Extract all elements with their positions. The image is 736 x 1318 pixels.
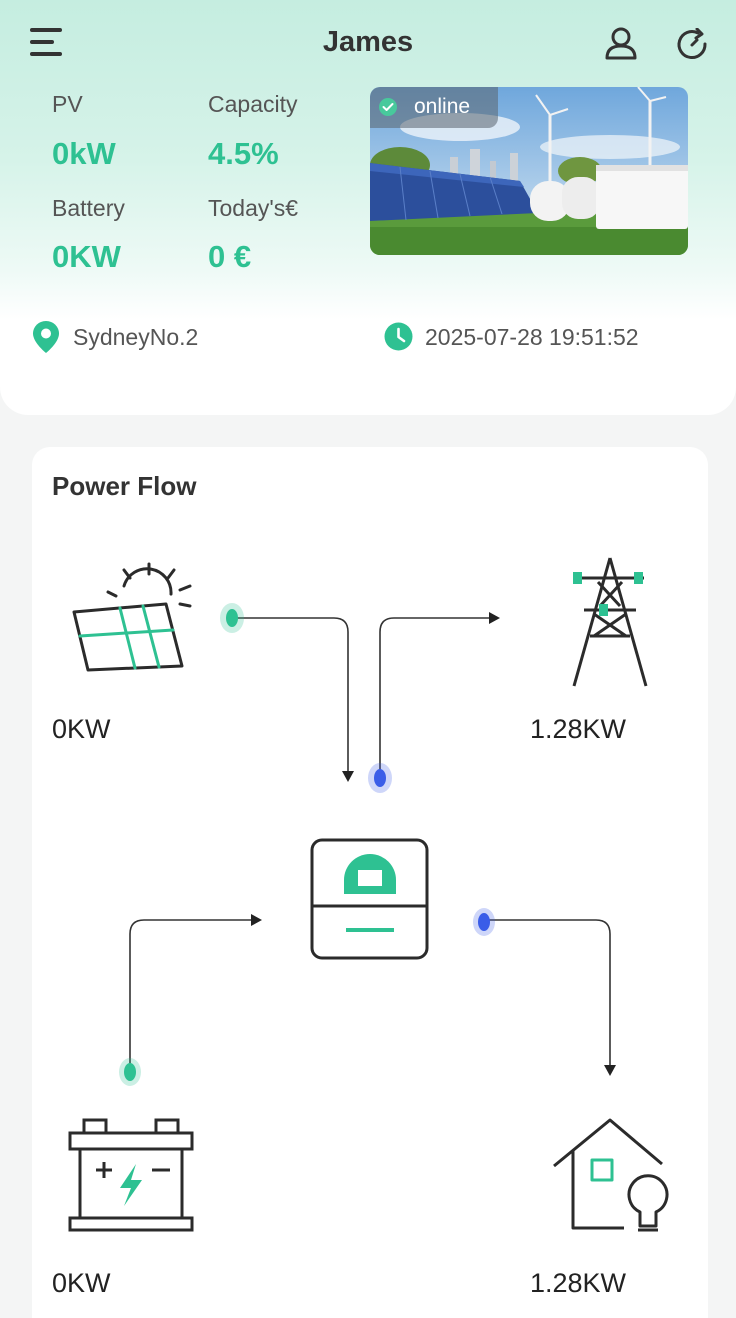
- datetime-value: 2025-07-28 19:51:52: [425, 324, 639, 350]
- grid-power-value: 1.28KW: [530, 714, 627, 744]
- power-flow-title: Power Flow: [52, 471, 197, 501]
- page-title: James: [322, 26, 414, 58]
- refresh-button[interactable]: [676, 27, 708, 60]
- power-tower-icon: [572, 557, 648, 687]
- today-earnings-value: 0 €: [208, 239, 252, 274]
- flow-dot-battery: [119, 1058, 141, 1086]
- flow-line-solar-inverter: [232, 617, 349, 774]
- station-photo[interactable]: online: [370, 87, 688, 255]
- status-label: online: [414, 95, 471, 118]
- inverter-icon: [310, 838, 429, 960]
- home-bulb-icon: [553, 1118, 669, 1232]
- flow-dot-grid: [368, 763, 392, 793]
- flow-line-battery-inverter: [129, 919, 256, 1072]
- location-pin-icon: [33, 321, 59, 353]
- location-name: SydneyNo.2: [73, 324, 199, 350]
- battery-icon: [68, 1118, 194, 1232]
- status-badge: online: [370, 87, 498, 128]
- solar-panel-icon: [72, 562, 192, 672]
- user-icon: [605, 27, 637, 60]
- user-button[interactable]: [604, 26, 638, 60]
- pv-value: 0kW: [52, 136, 116, 171]
- flow-dot-solar: [220, 603, 244, 633]
- station-datetime: 2025-07-28 19:51:52: [384, 320, 684, 354]
- capacity-label: Capacity: [208, 91, 298, 117]
- pv-label: PV: [52, 91, 83, 117]
- battery-power-value: 0KW: [52, 1268, 111, 1298]
- app-header: James: [0, 0, 736, 88]
- home-power-value: 1.28KW: [530, 1268, 627, 1298]
- menu-button[interactable]: [30, 26, 64, 60]
- today-earnings-label: Today's€: [208, 195, 299, 221]
- battery-value: 0KW: [52, 239, 121, 274]
- station-location: SydneyNo.2: [32, 320, 352, 354]
- clock-icon: [384, 322, 413, 351]
- capacity-value: 4.5%: [208, 136, 279, 171]
- flow-line-inverter-grid: [379, 617, 494, 778]
- flow-line-inverter-home: [484, 919, 611, 1070]
- battery-label: Battery: [52, 195, 125, 221]
- flow-dot-home: [473, 908, 495, 936]
- menu-icon: [30, 28, 62, 32]
- refresh-icon: [677, 27, 707, 60]
- check-circle-icon: [379, 98, 397, 116]
- solar-power-value: 0KW: [52, 714, 111, 744]
